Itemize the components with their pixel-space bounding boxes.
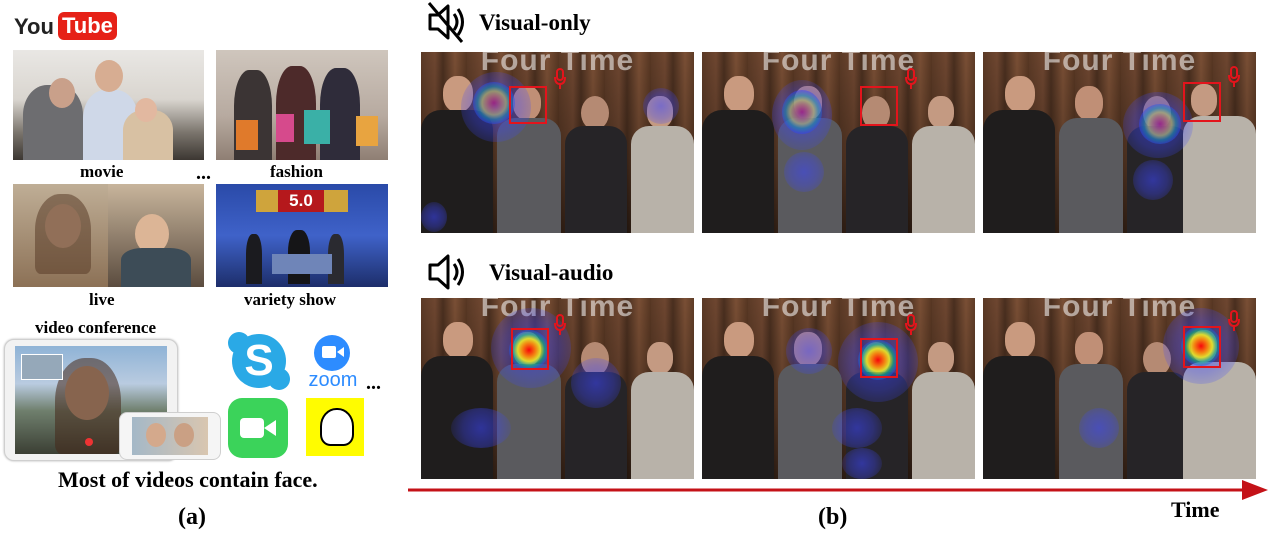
- mic-icon: [905, 314, 917, 335]
- variety-show-thumbnail: 5.0: [216, 184, 388, 287]
- youtube-logo-tube: Tube: [58, 12, 117, 40]
- speaker-icon: [428, 254, 464, 290]
- skype-icon: S: [228, 332, 290, 390]
- snapchat-icon: [306, 398, 364, 456]
- wall-text: Four Time: [761, 298, 916, 323]
- ellipsis-top: ...: [196, 162, 211, 184]
- video-conference-caption: video conference: [35, 318, 157, 337]
- speaker-box: [1183, 82, 1221, 122]
- speaker-box: [511, 328, 549, 370]
- live-caption: live: [89, 290, 115, 309]
- youtube-logo-you: You: [14, 14, 54, 39]
- movie-caption: movie: [80, 162, 124, 181]
- mic-icon: [1228, 310, 1240, 331]
- movie-thumbnail: [13, 50, 204, 160]
- variety-show-caption: variety show: [244, 290, 337, 309]
- youtube-logo: You Tube: [14, 12, 117, 44]
- variety-score: 5.0: [278, 190, 324, 212]
- wall-text: Four Time: [1042, 298, 1197, 323]
- mic-icon: [1228, 66, 1240, 87]
- speaker-box: [509, 86, 547, 124]
- zoom-icon: zoom: [300, 333, 366, 393]
- fashion-thumbnail: [216, 50, 388, 160]
- speaker-box: [860, 338, 898, 378]
- speaker-box: [1183, 326, 1221, 368]
- zoom-label: zoom: [308, 369, 358, 391]
- wall-text: Four Time: [761, 52, 916, 77]
- fashion-caption: fashion: [270, 162, 323, 181]
- speaker-box: [860, 86, 898, 126]
- mic-icon: [554, 314, 566, 335]
- label-a: (a): [178, 504, 206, 530]
- tablet-video-call: [4, 339, 178, 461]
- mic-icon: [905, 68, 917, 89]
- mic-icon: [554, 68, 566, 89]
- visual-only-frame-2: Four Time: [702, 52, 975, 233]
- label-b: (b): [818, 504, 848, 530]
- facetime-icon: [228, 398, 288, 458]
- visual-audio-frame-2: Four Time: [702, 298, 975, 479]
- visual-audio-frame-3: Four Time: [983, 298, 1256, 479]
- visual-only-frame-1: Four Time: [421, 52, 694, 233]
- live-thumbnail: [13, 184, 204, 287]
- visual-audio-heading: Visual-audio: [489, 260, 614, 285]
- visual-only-frame-3: Four Time: [983, 52, 1256, 233]
- phone-video-call: [119, 412, 221, 460]
- time-arrow: [408, 480, 1268, 500]
- visual-only-heading: Visual-only: [479, 10, 591, 35]
- time-label: Time: [1171, 497, 1220, 522]
- mute-speaker-icon: [427, 2, 464, 43]
- wall-text: Four Time: [1042, 52, 1197, 77]
- statement: Most of videos contain face.: [58, 467, 318, 492]
- ellipsis-apps: ...: [366, 372, 381, 394]
- visual-audio-frame-1: Four Time: [421, 298, 694, 479]
